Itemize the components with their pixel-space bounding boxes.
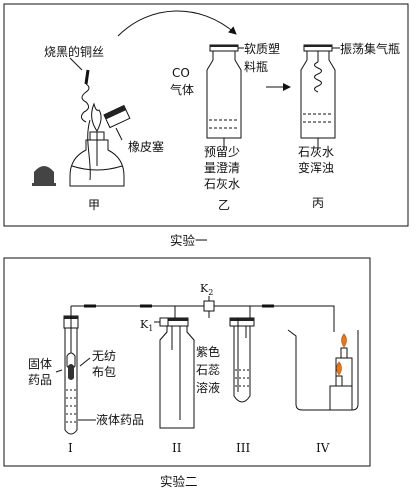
flame-icon bbox=[91, 102, 102, 132]
transfer-curved-arrow bbox=[117, 10, 237, 37]
label-bing: 丙 bbox=[312, 196, 324, 210]
label-nonwoven-line1: 无纺 bbox=[92, 349, 116, 363]
copper-wire bbox=[84, 69, 90, 85]
apparatus-jia bbox=[32, 57, 131, 187]
label-litmus-line2: 石蕊 bbox=[196, 363, 220, 377]
label-gas: 气体 bbox=[170, 82, 194, 97]
label-reserve-line2: 量澄清 bbox=[204, 160, 240, 175]
apparatus-I bbox=[55, 306, 96, 435]
apparatus-IV bbox=[287, 320, 359, 411]
solid-reagent bbox=[68, 364, 74, 380]
valve-K1 bbox=[159, 317, 169, 327]
copper-label-leader bbox=[69, 57, 83, 71]
apparatus-III bbox=[229, 317, 255, 403]
apparatus-yi bbox=[206, 44, 244, 150]
copper-coil bbox=[80, 83, 90, 123]
tube-III bbox=[233, 326, 251, 403]
label-solid-line1: 固体 bbox=[28, 357, 52, 371]
label-nonwoven-line2: 布包 bbox=[92, 365, 116, 379]
roman-label-IV: IV bbox=[316, 441, 330, 455]
label-co: CO bbox=[172, 66, 190, 80]
alcohol-lamp-body bbox=[69, 139, 125, 187]
label-litmus-line3: 溶液 bbox=[196, 380, 220, 395]
label-reserve-line1: 预留少 bbox=[204, 145, 240, 159]
soft-plastic-bottle bbox=[206, 51, 242, 139]
experiment-2-panel: 固体 药品 无纺 布包 液体药品 I K2 K1 II bbox=[3, 257, 371, 467]
label-K1: K1 bbox=[140, 318, 153, 333]
coiled-copper-wire bbox=[314, 61, 322, 93]
candle-upper bbox=[340, 347, 348, 359]
experiment-1-panel: 烧黑的铜丝 橡皮塞 甲 CO 气体 软质塑 料瓶 预留少 量澄清 石灰水 乙 bbox=[3, 3, 409, 227]
stopper-label-leader bbox=[115, 127, 123, 141]
label-soft-bottle-line1: 软质塑 bbox=[244, 41, 280, 56]
caption-experiment-2: 实验二 bbox=[160, 474, 198, 489]
label-litmus-line1: 紫色 bbox=[196, 345, 220, 359]
label-copper-wire: 烧黑的铜丝 bbox=[44, 44, 104, 59]
roman-label-I: I bbox=[68, 441, 73, 455]
beaker-IV bbox=[287, 329, 359, 411]
lamp-cap bbox=[34, 166, 54, 183]
gas-bottle-bing bbox=[300, 51, 336, 139]
label-soft-bottle-line2: 料瓶 bbox=[244, 60, 268, 74]
label-rubber-stopper: 橡皮塞 bbox=[128, 139, 164, 154]
caption-experiment-1: 实验一 bbox=[170, 233, 208, 248]
label-liquid-reagent: 液体药品 bbox=[96, 412, 144, 427]
roman-label-II: II bbox=[172, 441, 182, 455]
candle-lower-flame-icon bbox=[336, 361, 342, 376]
tube-I bbox=[64, 328, 78, 435]
tube-II-to-III bbox=[175, 305, 251, 318]
apparatus-II bbox=[154, 317, 195, 429]
candle-lower bbox=[335, 375, 343, 387]
label-jia: 甲 bbox=[88, 198, 100, 212]
tube-I-to-II bbox=[70, 305, 176, 318]
valve-K2 bbox=[203, 296, 215, 318]
experiment-1-frame bbox=[3, 3, 409, 227]
rubber-stopper bbox=[103, 104, 131, 129]
bottle-II bbox=[159, 326, 195, 429]
label-K2: K2 bbox=[200, 282, 213, 297]
candle-upper-flame-icon bbox=[341, 333, 347, 348]
label-shake-bottle: 振荡集气瓶 bbox=[340, 41, 400, 56]
label-solid-line2: 药品 bbox=[28, 373, 52, 387]
roman-label-III: III bbox=[236, 441, 250, 455]
label-reserve-line3: 石灰水 bbox=[204, 177, 240, 191]
experiment-2-frame bbox=[3, 257, 371, 467]
apparatus-bing bbox=[300, 44, 340, 150]
label-yi: 乙 bbox=[218, 198, 230, 212]
label-cloudy-line2: 变浑浊 bbox=[298, 160, 334, 175]
label-cloudy-line1: 石灰水 bbox=[298, 145, 334, 159]
